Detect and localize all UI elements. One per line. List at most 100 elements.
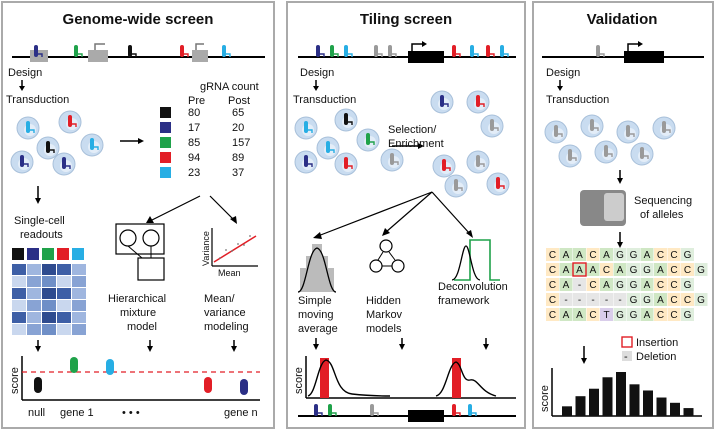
- heatmap-cell: [27, 300, 41, 311]
- alignment-cell: [681, 278, 694, 291]
- heatmap-header-swatch: [12, 248, 24, 260]
- alignment-cell: [559, 263, 573, 276]
- alignment-base: A: [563, 265, 570, 276]
- post-count: 37: [232, 167, 244, 179]
- pre-count: 23: [188, 167, 200, 179]
- alignment-base: A: [576, 265, 583, 276]
- post-count: 89: [232, 152, 244, 164]
- genome-down-arrows: [35, 340, 237, 352]
- guide-rna-icon: [46, 141, 55, 153]
- cell-icon: [630, 142, 654, 166]
- guide-rna-icon: [20, 155, 29, 167]
- alignment-cell: [667, 308, 681, 321]
- validation-score-axis: score: [539, 385, 551, 412]
- guide-rna-icon: [344, 45, 353, 57]
- guide-rna-icon: [590, 119, 599, 131]
- alignment-base: A: [657, 295, 664, 306]
- count-swatch: [160, 107, 171, 118]
- alignment-base: A: [617, 265, 624, 276]
- cell-icon: [430, 90, 454, 114]
- guide-rna-icon: [454, 179, 463, 191]
- score-bar: [643, 390, 653, 416]
- alignment-base: G: [630, 265, 638, 276]
- alignment-base: C: [684, 295, 691, 306]
- alignment-base: C: [589, 310, 596, 321]
- alignment-base: G: [697, 295, 705, 306]
- method2-label-2: Markov: [366, 309, 403, 321]
- validation-cells: [544, 114, 676, 168]
- guide-rna-icon: [374, 45, 383, 57]
- alignment-base: A: [657, 265, 664, 276]
- score-bar: [589, 388, 599, 416]
- alignment-cell: [546, 248, 559, 261]
- alignment-cell: [627, 263, 640, 276]
- cell-icon: [580, 114, 604, 138]
- heatmap-cell: [42, 300, 56, 311]
- alignment-base: -: [578, 280, 581, 291]
- alignment-cell: [586, 278, 600, 291]
- alignment-base: G: [643, 265, 651, 276]
- guide-rna-icon: [662, 121, 671, 133]
- cell-icon: [294, 150, 318, 174]
- alignment-cell: [694, 263, 708, 276]
- guide-rna-icon: [34, 45, 43, 57]
- pre-count: 80: [188, 107, 200, 119]
- guide-rna-icon: [468, 404, 477, 416]
- alignment-base: G: [684, 250, 692, 261]
- alignment-cell: [546, 263, 559, 276]
- tiling-transduction-label: Transduction: [293, 94, 356, 106]
- cell-icon: [616, 120, 640, 144]
- cell-icon: [480, 114, 504, 138]
- tiling-track: [298, 41, 516, 63]
- alignment-base: A: [576, 310, 583, 321]
- guide-rna-icon: [452, 404, 461, 416]
- cell-icon: [466, 90, 490, 114]
- alignment-base: A: [576, 250, 583, 261]
- guide-rna-icon: [326, 141, 335, 153]
- alignment-cell: [559, 293, 573, 306]
- cell-icon: [356, 128, 380, 152]
- heatmap-cell: [12, 264, 26, 275]
- x-label-gene1: gene 1: [60, 407, 94, 419]
- pre-header: Pre: [188, 95, 205, 107]
- guide-rna-icon: [128, 45, 137, 57]
- guide-rna-icon: [330, 45, 339, 57]
- cell-icon: [36, 136, 60, 160]
- tiling-design-label: Design: [300, 67, 334, 79]
- heatmap-cell: [72, 324, 86, 335]
- alignment-base: -: [618, 295, 621, 306]
- grna-count-header: gRNA count: [200, 81, 259, 93]
- heatmap-cell: [27, 264, 41, 275]
- heatmap-cell: [57, 324, 71, 335]
- guide-rna-icon: [568, 149, 577, 161]
- heatmap-cell: [42, 312, 56, 323]
- genome-design-label: Design: [8, 67, 42, 79]
- variance-axis-label: Variance: [201, 231, 211, 266]
- alignment-cell: [681, 248, 694, 261]
- tiling-bottom-guides: [314, 404, 477, 416]
- sequencing-label-1: Sequencing: [634, 195, 692, 207]
- alignment-cell: [613, 248, 627, 261]
- score-point: [70, 357, 78, 373]
- alignment-cell: [613, 308, 627, 321]
- alignment-cell: [654, 293, 667, 306]
- method2-label-1: Hidden: [366, 295, 401, 307]
- method1-label-2: moving: [298, 309, 333, 321]
- cell-icon: [294, 116, 318, 140]
- guide-rna-icon: [440, 95, 449, 107]
- validation-title: Validation: [587, 11, 658, 28]
- guide-rna-icon: [314, 404, 323, 416]
- selection-label-1: Selection/: [388, 124, 437, 136]
- cell-icon: [16, 116, 40, 140]
- guide-rna-icon: [344, 113, 353, 125]
- guide-rna-icon: [604, 145, 613, 157]
- guide-rna-icon: [452, 45, 461, 57]
- cell-icon: [316, 136, 340, 160]
- heatmap-cell: [72, 312, 86, 323]
- meanvar-label-1: Mean/: [204, 293, 236, 305]
- alignment-cell: [640, 293, 654, 306]
- method2-label-3: models: [366, 323, 402, 335]
- alignment-base: G: [630, 280, 638, 291]
- tiling-score-plot: [305, 356, 516, 399]
- heatmap-cell: [42, 324, 56, 335]
